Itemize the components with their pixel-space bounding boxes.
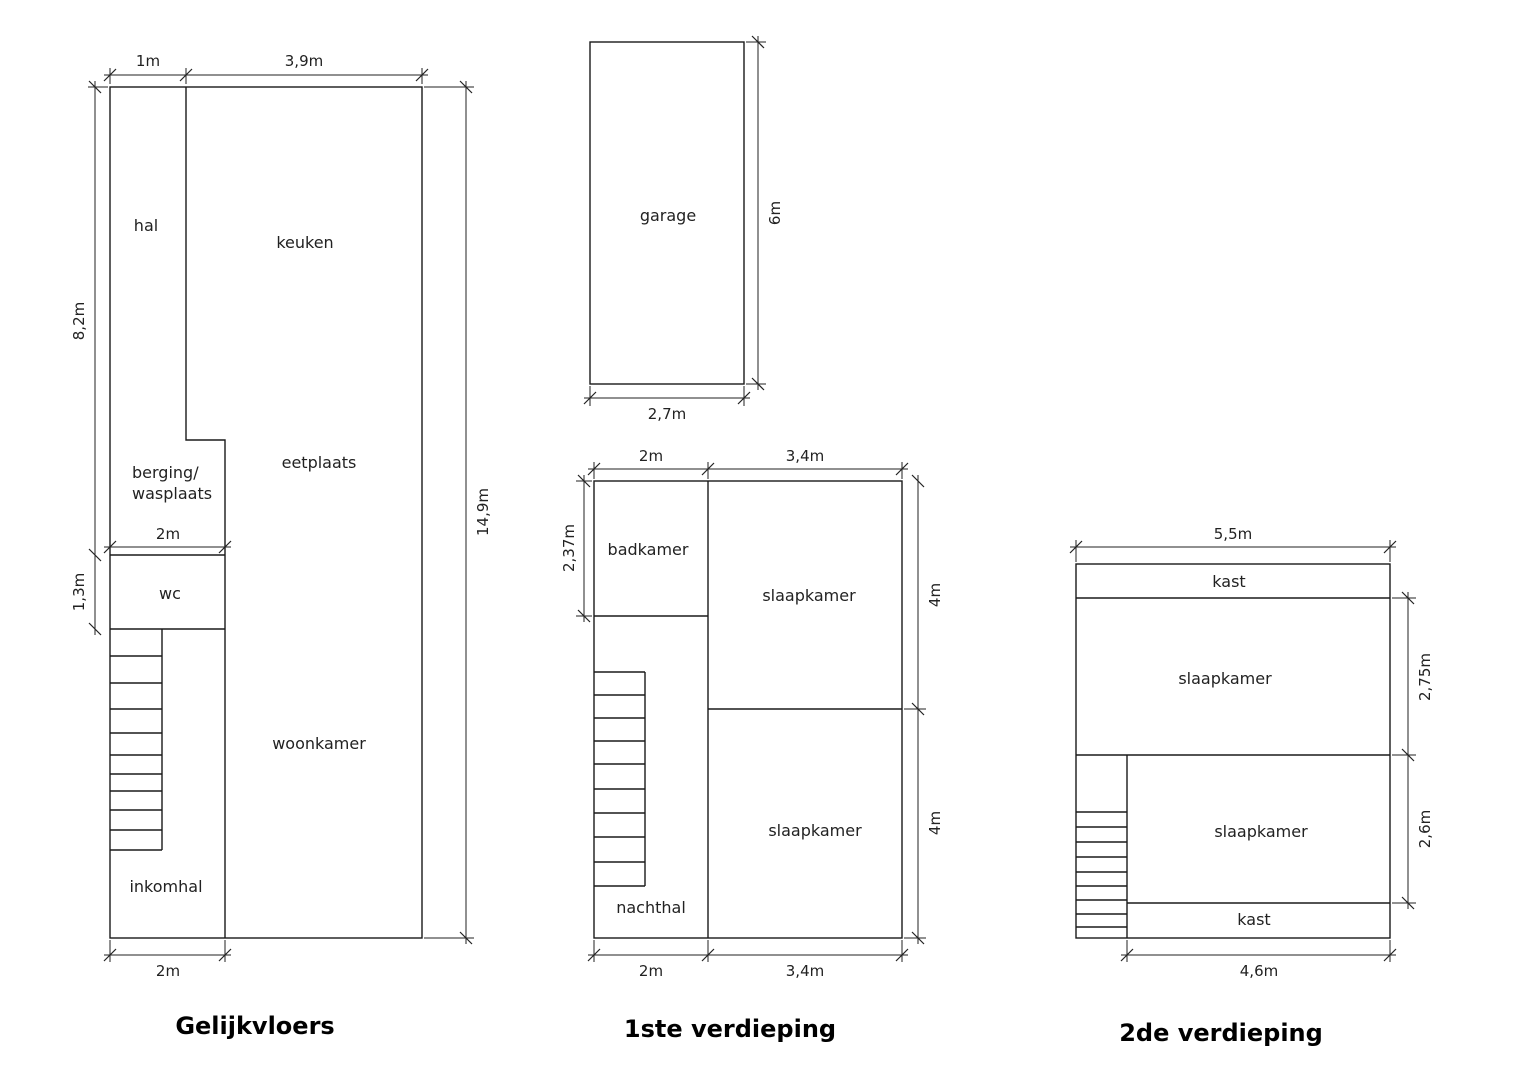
dim-second-bottom: 4,6m bbox=[1240, 962, 1278, 980]
dim-ground-inner-wc: 2m bbox=[156, 525, 180, 543]
second-outer-wall bbox=[1075, 563, 1391, 939]
room-wc: wc bbox=[159, 584, 181, 603]
ground-dimensions bbox=[88, 68, 474, 962]
room-slaapkamer-1: slaapkamer bbox=[762, 586, 856, 605]
room-slaapkamer-2: slaapkamer bbox=[1214, 822, 1308, 841]
dim-second-right-lower: 2,6m bbox=[1416, 810, 1434, 848]
room-hal: hal bbox=[134, 216, 158, 235]
dim-ground-right-total: 14,9m bbox=[474, 488, 492, 536]
first-dimensions bbox=[576, 462, 926, 962]
second-stairs bbox=[1076, 811, 1127, 928]
room-keuken: keuken bbox=[276, 233, 333, 252]
room-eetplaats: eetplaats bbox=[282, 453, 357, 472]
first-floor-title: 1ste verdieping bbox=[624, 1015, 836, 1043]
dim-first-top-right: 3,4m bbox=[786, 447, 824, 465]
dim-second-top: 5,5m bbox=[1214, 525, 1252, 543]
dim-first-top-left: 2m bbox=[639, 447, 663, 465]
dim-ground-top-left: 1m bbox=[136, 52, 160, 70]
dim-garage-right: 6m bbox=[766, 201, 784, 225]
dim-first-right-lower: 4m bbox=[926, 811, 944, 835]
second-floor-title: 2de verdieping bbox=[1119, 1019, 1323, 1047]
room-garage: garage bbox=[640, 206, 696, 225]
room-badkamer: badkamer bbox=[608, 540, 689, 559]
second-floor-plan: 5,5m 2,75m 2,6m 4,6m kast slaapkamer sla… bbox=[1069, 525, 1434, 1047]
dim-ground-left-upper: 8,2m bbox=[70, 302, 88, 340]
dim-garage-bottom: 2,7m bbox=[648, 405, 686, 423]
room-kast-top: kast bbox=[1212, 572, 1245, 591]
ground-stairs bbox=[110, 629, 163, 851]
room-slaapkamer-1: slaapkamer bbox=[1178, 669, 1272, 688]
room-inkomhal: inkomhal bbox=[129, 877, 202, 896]
garage-outer-wall bbox=[589, 41, 745, 385]
dim-ground-bottom: 2m bbox=[156, 962, 180, 980]
dim-ground-top-right: 3,9m bbox=[285, 52, 323, 70]
dim-second-right-upper: 2,75m bbox=[1416, 653, 1434, 701]
dim-first-left: 2,37m bbox=[560, 524, 578, 572]
ground-floor-plan: 1m 3,9m 8,2m 1,3m 2m 2m 14,9m hal keuken… bbox=[70, 52, 492, 1040]
room-berging-line2: wasplaats bbox=[132, 484, 212, 503]
dim-first-right-upper: 4m bbox=[926, 583, 944, 607]
ground-outer-wall bbox=[109, 86, 423, 939]
room-berging-line1: berging/ bbox=[132, 463, 199, 482]
dim-first-bottom-left: 2m bbox=[639, 962, 663, 980]
dim-first-bottom-right: 3,4m bbox=[786, 962, 824, 980]
second-dimensions bbox=[1069, 540, 1416, 962]
room-kast-bottom: kast bbox=[1237, 910, 1270, 929]
ground-floor-title: Gelijkvloers bbox=[175, 1012, 334, 1040]
ground-inner-wall bbox=[185, 87, 226, 938]
garage-plan: garage 6m 2,7m bbox=[583, 35, 784, 423]
first-floor-plan: 2m 3,4m 2,37m 4m 4m 2m 3,4m badkamer sla… bbox=[560, 447, 944, 1043]
first-stairs bbox=[594, 671, 646, 887]
room-nachthal: nachthal bbox=[616, 898, 686, 917]
dim-ground-left-wc: 1,3m bbox=[70, 573, 88, 611]
room-slaapkamer-2: slaapkamer bbox=[768, 821, 862, 840]
room-woonkamer: woonkamer bbox=[272, 734, 366, 753]
